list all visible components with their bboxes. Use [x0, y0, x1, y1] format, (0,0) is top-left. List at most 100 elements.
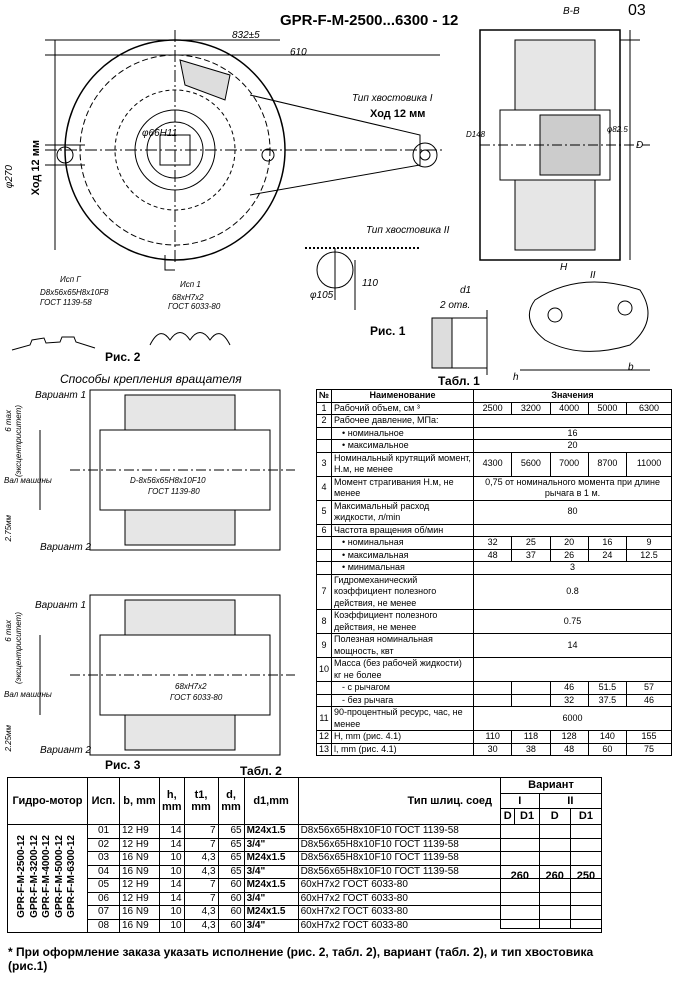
dim-eccentricity-upper: (эксцентриситет): [14, 405, 23, 477]
table2-cell: 12 H9: [119, 891, 160, 906]
table2-cell: 08: [87, 918, 120, 933]
table2-cell: 01: [87, 824, 120, 839]
d1-label: d1: [460, 285, 472, 296]
fig3-caption: Рис. 3: [105, 758, 141, 772]
table1-cell-name: Гидромеханический коэффициент полезного …: [331, 573, 475, 610]
table1-cell-value: 8700: [587, 451, 628, 477]
shank-type-2-label: Тип хвостовика II: [366, 225, 450, 236]
table1-cell-value: 16: [473, 426, 672, 440]
table1-cell-value: 48: [549, 742, 589, 756]
table2-cell: 3/4": [243, 864, 299, 879]
table1-name-text: Рабочее давление, МПа:: [334, 415, 439, 425]
section-b-b: [479, 29, 650, 261]
variant-value-2: 260: [538, 824, 571, 929]
table2-cell: 04: [87, 864, 120, 879]
variant-col-d2: D: [538, 808, 571, 825]
isp-1-gost: ГОСТ 6033-80: [168, 302, 221, 311]
variant-value-3: 250: [569, 824, 603, 929]
table2-cell: 4,3: [183, 864, 219, 879]
table1-cell-value: 26: [549, 548, 589, 562]
motor-model: GPR-F-M-4000-12: [41, 834, 53, 918]
motor-model: GPR-F-M-3200-12: [28, 834, 40, 918]
table1-name-text: номинальная: [347, 537, 404, 547]
table1-cell-empty: [473, 414, 672, 428]
table2: Гидро-мотор Исп. b, mm h, mm t1, mm d, m…: [7, 777, 603, 933]
table1-caption: Табл. 1: [438, 374, 480, 388]
fig2-caption: Рис. 2: [105, 350, 141, 364]
table1-cell-name: Частота вращения об/мин: [331, 523, 475, 537]
table2-cell: 05: [87, 878, 120, 893]
table1-cell-value: 5000: [587, 401, 628, 415]
table1-name-text: Частота вращения об/мин: [334, 524, 444, 535]
table2-cell: 10: [159, 918, 185, 933]
table1-cell-value: 9: [626, 536, 672, 550]
table1-cell-value: 57: [626, 681, 672, 695]
table1-cell-value: 4000: [549, 401, 589, 415]
table1-cell-name: Максимальный расход жидкости, л/min: [331, 499, 475, 525]
table1-cell-name: Полезная номинальная мощность, квт: [331, 633, 475, 658]
table1-name-text: Гидромеханический коэффициент полезного …: [334, 574, 437, 608]
page-number: 03: [628, 2, 646, 19]
isp-g-gost: ГОСТ 1139-58: [40, 298, 92, 307]
fig3-variant1-lower: Вариант 1: [35, 600, 87, 611]
table1-cell-value: 25: [511, 536, 551, 550]
table1-cell-num: 11: [315, 706, 333, 731]
table1-cell-name: • максимальная: [331, 548, 475, 562]
fig2-splines: [11, 332, 231, 351]
table2-cell: 60: [217, 918, 245, 933]
table1-cell-num: 4: [315, 475, 333, 501]
isp-g-label: Исп Г: [60, 275, 81, 284]
table1-cell-value: 75: [626, 742, 672, 756]
table1-cell-value: 128: [549, 730, 589, 744]
section-ii-label: II: [590, 270, 596, 281]
table1-cell-name: • номинальное: [331, 426, 475, 440]
b-label: b: [628, 362, 634, 373]
table1-cell-value: 38: [511, 742, 551, 756]
table1-cell-num: 5: [315, 499, 333, 525]
table1-cell-value: 0.8: [473, 573, 672, 610]
table1-cell-value: 155: [626, 730, 672, 744]
variant-col-dd1: D1: [514, 808, 540, 825]
table1-cell-name: Рабочий объем, см ³: [331, 401, 475, 415]
table1-cell-value: 12.5: [626, 548, 672, 562]
table1-cell-value: 2500: [473, 401, 513, 415]
dim-225: 2.25мм: [4, 725, 13, 752]
table1-cell-value: 32: [473, 536, 513, 550]
table1-cell-name: Масса (без рабочей жидкости) кг не более: [331, 657, 475, 682]
table2-cell: 16 N9: [119, 864, 160, 879]
D-label: D: [636, 140, 644, 151]
bullet-icon: •: [342, 427, 348, 438]
table1-header-num: №: [315, 389, 333, 403]
table2-cell: 10: [159, 905, 185, 920]
table1-cell-num: 1: [315, 401, 333, 415]
table2-cell: 12 H9: [119, 878, 160, 893]
isp-g-spline: D8x56x65H8x10F8: [40, 288, 109, 297]
table2-cell: 07: [87, 905, 120, 920]
table2-cell: 06: [87, 891, 120, 906]
variant-col-d1: D: [499, 808, 516, 825]
bullet-icon: •: [342, 440, 348, 450]
table1-cell-num: [315, 693, 333, 707]
table1-cell-value: 7000: [549, 451, 589, 477]
footnote: * При оформление заказа указать исполнен…: [8, 945, 594, 973]
table1-cell-num: [315, 681, 333, 695]
mounting-methods-title: Способы крепления вращателя: [60, 372, 242, 386]
table2-cell: 65: [217, 851, 245, 866]
dash-icon: -: [342, 694, 348, 705]
spline-label-upper: D-8x56x65H8x10F10: [130, 476, 206, 485]
table1-cell-num: [315, 561, 333, 575]
table1-cell-name: Коэффициент полезного действия, не менее: [331, 609, 475, 634]
table2-cell: 60: [217, 878, 245, 893]
table2-cell: 7: [183, 837, 219, 852]
table2-cell: 4,3: [183, 918, 219, 933]
isp-1-label: Исп 1: [180, 280, 201, 289]
table1-name-text: Масса (без рабочей жидкости) кг не более: [334, 658, 462, 680]
